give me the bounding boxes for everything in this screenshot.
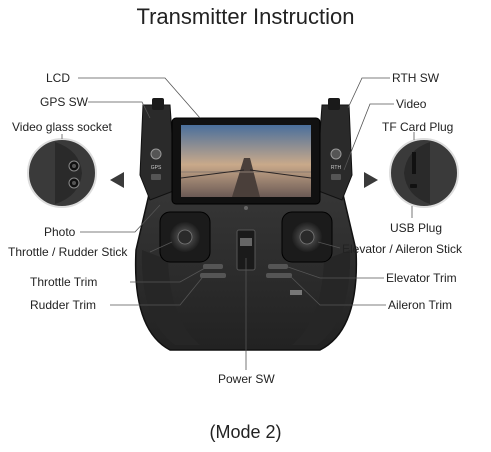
rudder-trim[interactable] <box>200 273 226 278</box>
left-arrow-icon <box>110 172 124 188</box>
label-usb-plug: USB Plug <box>390 221 443 235</box>
label-video-glass-socket: Video glass socket <box>12 120 112 134</box>
left-buttons: GPS <box>150 148 162 180</box>
label-rth-sw: RTH SW <box>392 71 440 85</box>
label-video: Video <box>396 97 427 111</box>
label-photo: Photo <box>44 225 76 239</box>
elevator-aileron-stick[interactable] <box>281 211 333 263</box>
label-elevator-aileron-stick: Elevator / Aileron Stick <box>342 242 463 256</box>
label-power-sw: Power SW <box>218 372 275 386</box>
gps-device-label: GPS <box>151 165 162 171</box>
label-aileron-trim: Aileron Trim <box>388 298 453 312</box>
label-rudder-trim: Rudder Trim <box>30 298 97 312</box>
tf-usb-inset <box>389 138 459 208</box>
label-lcd: LCD <box>46 71 71 85</box>
throttle-rudder-stick[interactable] <box>159 211 211 263</box>
elevator-trim[interactable] <box>268 264 288 269</box>
rth-device-label: RTH <box>331 165 342 171</box>
diagram-title: Transmitter Instruction <box>136 4 355 29</box>
label-tf-card-plug: TF Card Plug <box>382 120 454 134</box>
indicator-led <box>244 206 248 210</box>
throttle-trim[interactable] <box>203 264 223 269</box>
right-buttons: RTH <box>330 148 342 180</box>
right-arrow-icon <box>364 172 378 188</box>
label-elevator-trim: Elevator Trim <box>386 271 457 285</box>
mode-caption: (Mode 2) <box>209 422 282 442</box>
aileron-trim[interactable] <box>266 273 292 278</box>
lcd-screen <box>171 117 321 205</box>
label-throttle-rudder-stick: Throttle / Rudder Stick <box>8 245 128 259</box>
label-throttle-trim: Throttle Trim <box>30 275 98 289</box>
leader-lines <box>61 77 415 370</box>
video-glass-socket-inset <box>27 138 97 208</box>
label-gps-sw: GPS SW <box>40 95 89 109</box>
brand-mark <box>290 290 302 295</box>
